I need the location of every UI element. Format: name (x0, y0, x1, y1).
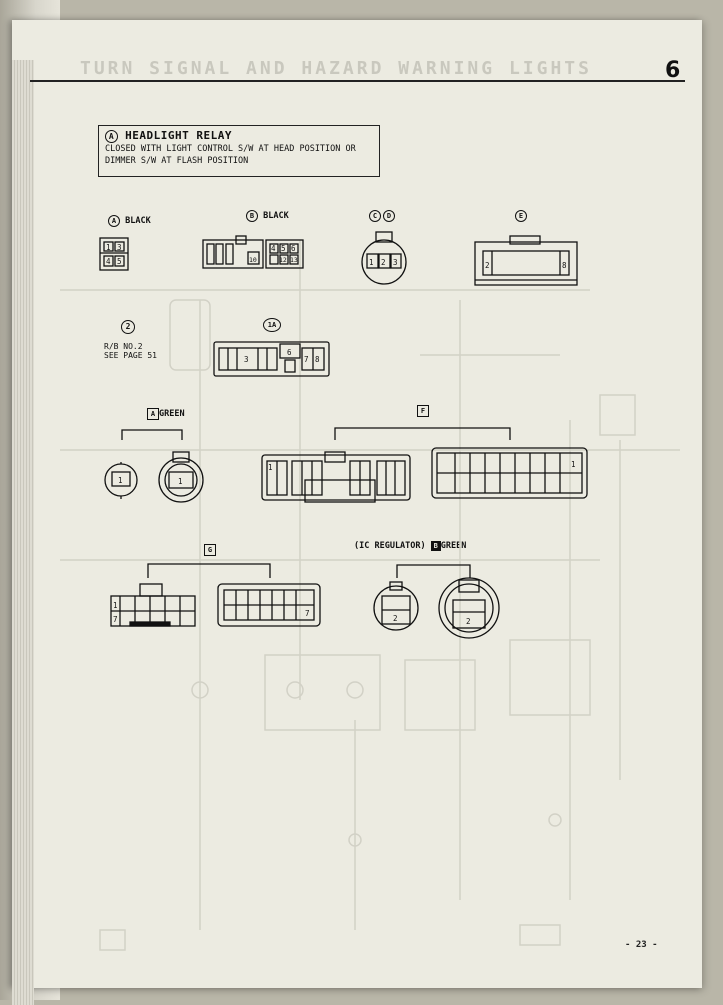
connector-cd (361, 231, 407, 285)
pin-f-right: 1 (571, 460, 576, 469)
bleed-through-title: TURN SIGNAL AND HAZARD WARNING LIGHTS (80, 58, 592, 79)
connector-1a-marker: 1A (263, 318, 281, 332)
connector-b-female (202, 235, 264, 269)
pin-a5: 5 (117, 257, 122, 266)
connector-e (474, 235, 578, 286)
relay-title-text: HEADLIGHT RELAY (125, 129, 232, 142)
rb2-marker: 2 (121, 320, 135, 334)
pin-green-a-female: 1 (178, 477, 183, 486)
page-number: - 23 - (625, 940, 658, 950)
pin-1a7: 7 (304, 355, 309, 364)
page-stack-edge (12, 60, 34, 1005)
relay-line-2: DIMMER S/W AT FLASH POSITION (105, 156, 249, 166)
pin-g7-male: 7 (305, 609, 310, 618)
connector-f-label: F (417, 405, 429, 417)
manual-page (12, 20, 702, 1005)
connector-green-a (104, 429, 204, 503)
pin-numbers: 1 3 4 5 4 5 6 10 12 13 1 2 3 2 8 3 6 7 8… (106, 243, 576, 626)
pin-a4: 4 (106, 257, 111, 266)
headlight-relay-box: A HEADLIGHT RELAY CLOSED WITH LIGHT CONT… (98, 125, 380, 177)
pin-1a3: 3 (244, 355, 249, 364)
pin-f-left: 1 (268, 463, 273, 472)
pin-1a6: 6 (287, 348, 292, 357)
connector-g (110, 563, 321, 627)
connector-b-label: B BLACK (246, 210, 289, 222)
header-rule (30, 80, 685, 82)
connector-e-label: E (515, 210, 527, 222)
connector-b-male (265, 239, 304, 269)
pin-a3: 3 (117, 243, 122, 252)
pin-e8: 8 (562, 261, 567, 270)
pin-cd2: 2 (381, 258, 386, 267)
relay-title: A HEADLIGHT RELAY (105, 130, 373, 143)
relay-circle-marker: A (105, 130, 118, 143)
pin-b4: 4 (271, 244, 276, 253)
connector-a-label: A BLACK (108, 215, 151, 227)
relay-line-1: CLOSED WITH LIGHT CONTROL S/W AT HEAD PO… (105, 144, 356, 154)
connector-f (261, 427, 588, 503)
connector-ic-regulator (373, 564, 500, 639)
pin-cd3: 3 (393, 258, 398, 267)
pin-g7: 7 (113, 615, 118, 624)
rb2-note: R/B NO.2 SEE PAGE 51 (104, 342, 157, 360)
pin-b13: 13 (290, 256, 298, 264)
connector-a-marker: A (108, 215, 120, 227)
section-number: 6 (665, 58, 681, 83)
connector-shapes (99, 231, 588, 639)
pin-1a8: 8 (315, 355, 320, 364)
pin-ic-male: 2 (393, 614, 398, 623)
pin-cd1: 1 (369, 258, 374, 267)
pin-green-a-male: 1 (118, 476, 123, 485)
pin-b6: 6 (291, 244, 296, 253)
pin-ic-female: 2 (466, 617, 471, 626)
bleed-through-wiring (60, 240, 680, 951)
pin-e2: 2 (485, 261, 490, 270)
connector-a (99, 237, 129, 271)
pin-b5: 5 (281, 244, 286, 253)
connector-1a (213, 341, 330, 377)
pin-g1: 1 (113, 601, 118, 610)
pin-a1: 1 (106, 243, 111, 252)
pin-b12: 12 (279, 256, 287, 264)
connector-b-marker: B (246, 210, 258, 222)
connector-g-label: G (204, 544, 216, 556)
pin-b10: 10 (249, 256, 257, 264)
